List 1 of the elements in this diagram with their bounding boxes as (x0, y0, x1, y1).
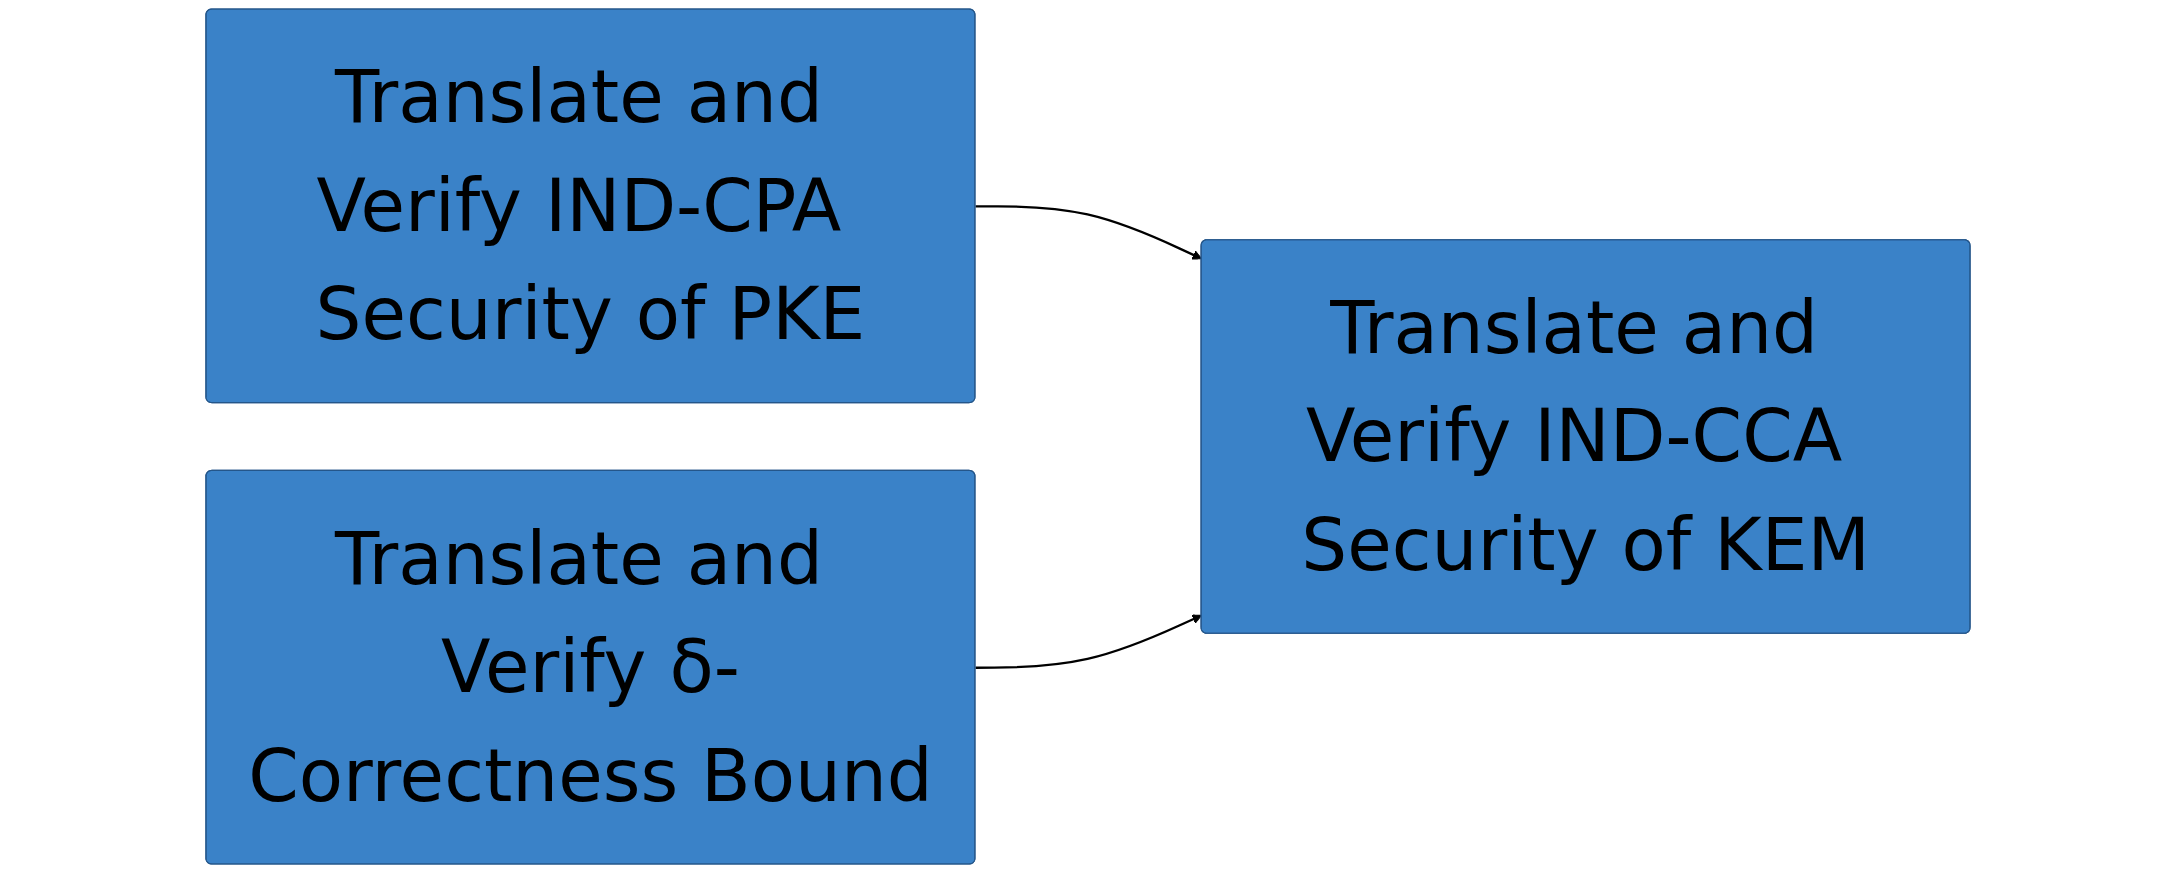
arrow (975, 205, 1203, 260)
